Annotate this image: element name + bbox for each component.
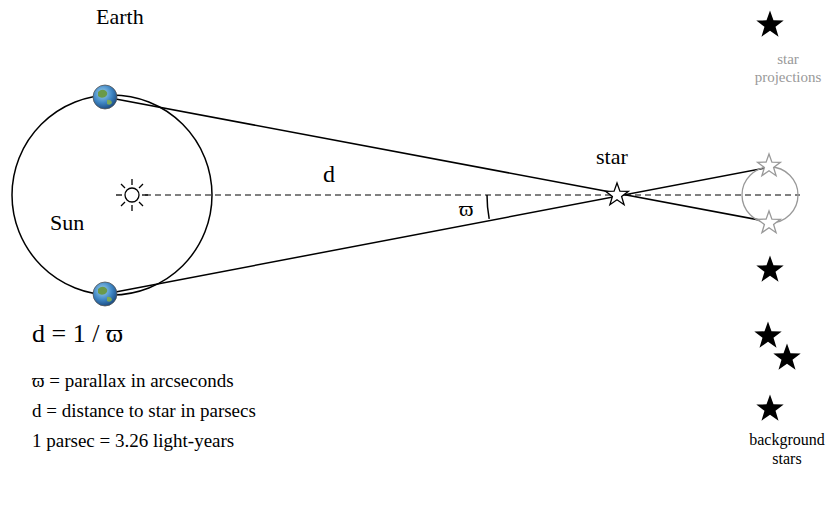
sight-line xyxy=(105,167,770,294)
angle-arc xyxy=(487,195,489,219)
earth-icon xyxy=(93,282,117,306)
sight-line xyxy=(105,97,770,222)
angle-label: ϖ xyxy=(459,196,473,222)
sun-symbol xyxy=(116,179,148,211)
earth-icon xyxy=(93,85,117,109)
background-star xyxy=(756,256,783,282)
body-label: Sun xyxy=(50,210,84,236)
formula: d = 1 / ϖ xyxy=(32,318,123,349)
baseline xyxy=(145,195,800,196)
background-label: background stars xyxy=(745,430,829,468)
target-star xyxy=(606,183,629,205)
legend-note: 1 parsec = 3.26 light-years xyxy=(32,430,234,453)
legend-note: ϖ = parallax in arcseconds xyxy=(32,370,234,393)
projection-label: star projections xyxy=(748,50,828,86)
projected-star xyxy=(758,211,781,233)
distance-label: d xyxy=(323,160,335,189)
star-label: star xyxy=(596,144,628,170)
body-label: Earth xyxy=(96,4,144,30)
earth-orbit xyxy=(12,95,212,295)
legend-note: d = distance to star in parsecs xyxy=(32,400,256,423)
background-star xyxy=(773,344,800,370)
background-star xyxy=(756,11,783,37)
projected-star xyxy=(758,154,781,176)
background-star xyxy=(756,395,783,421)
background-star xyxy=(754,322,781,348)
